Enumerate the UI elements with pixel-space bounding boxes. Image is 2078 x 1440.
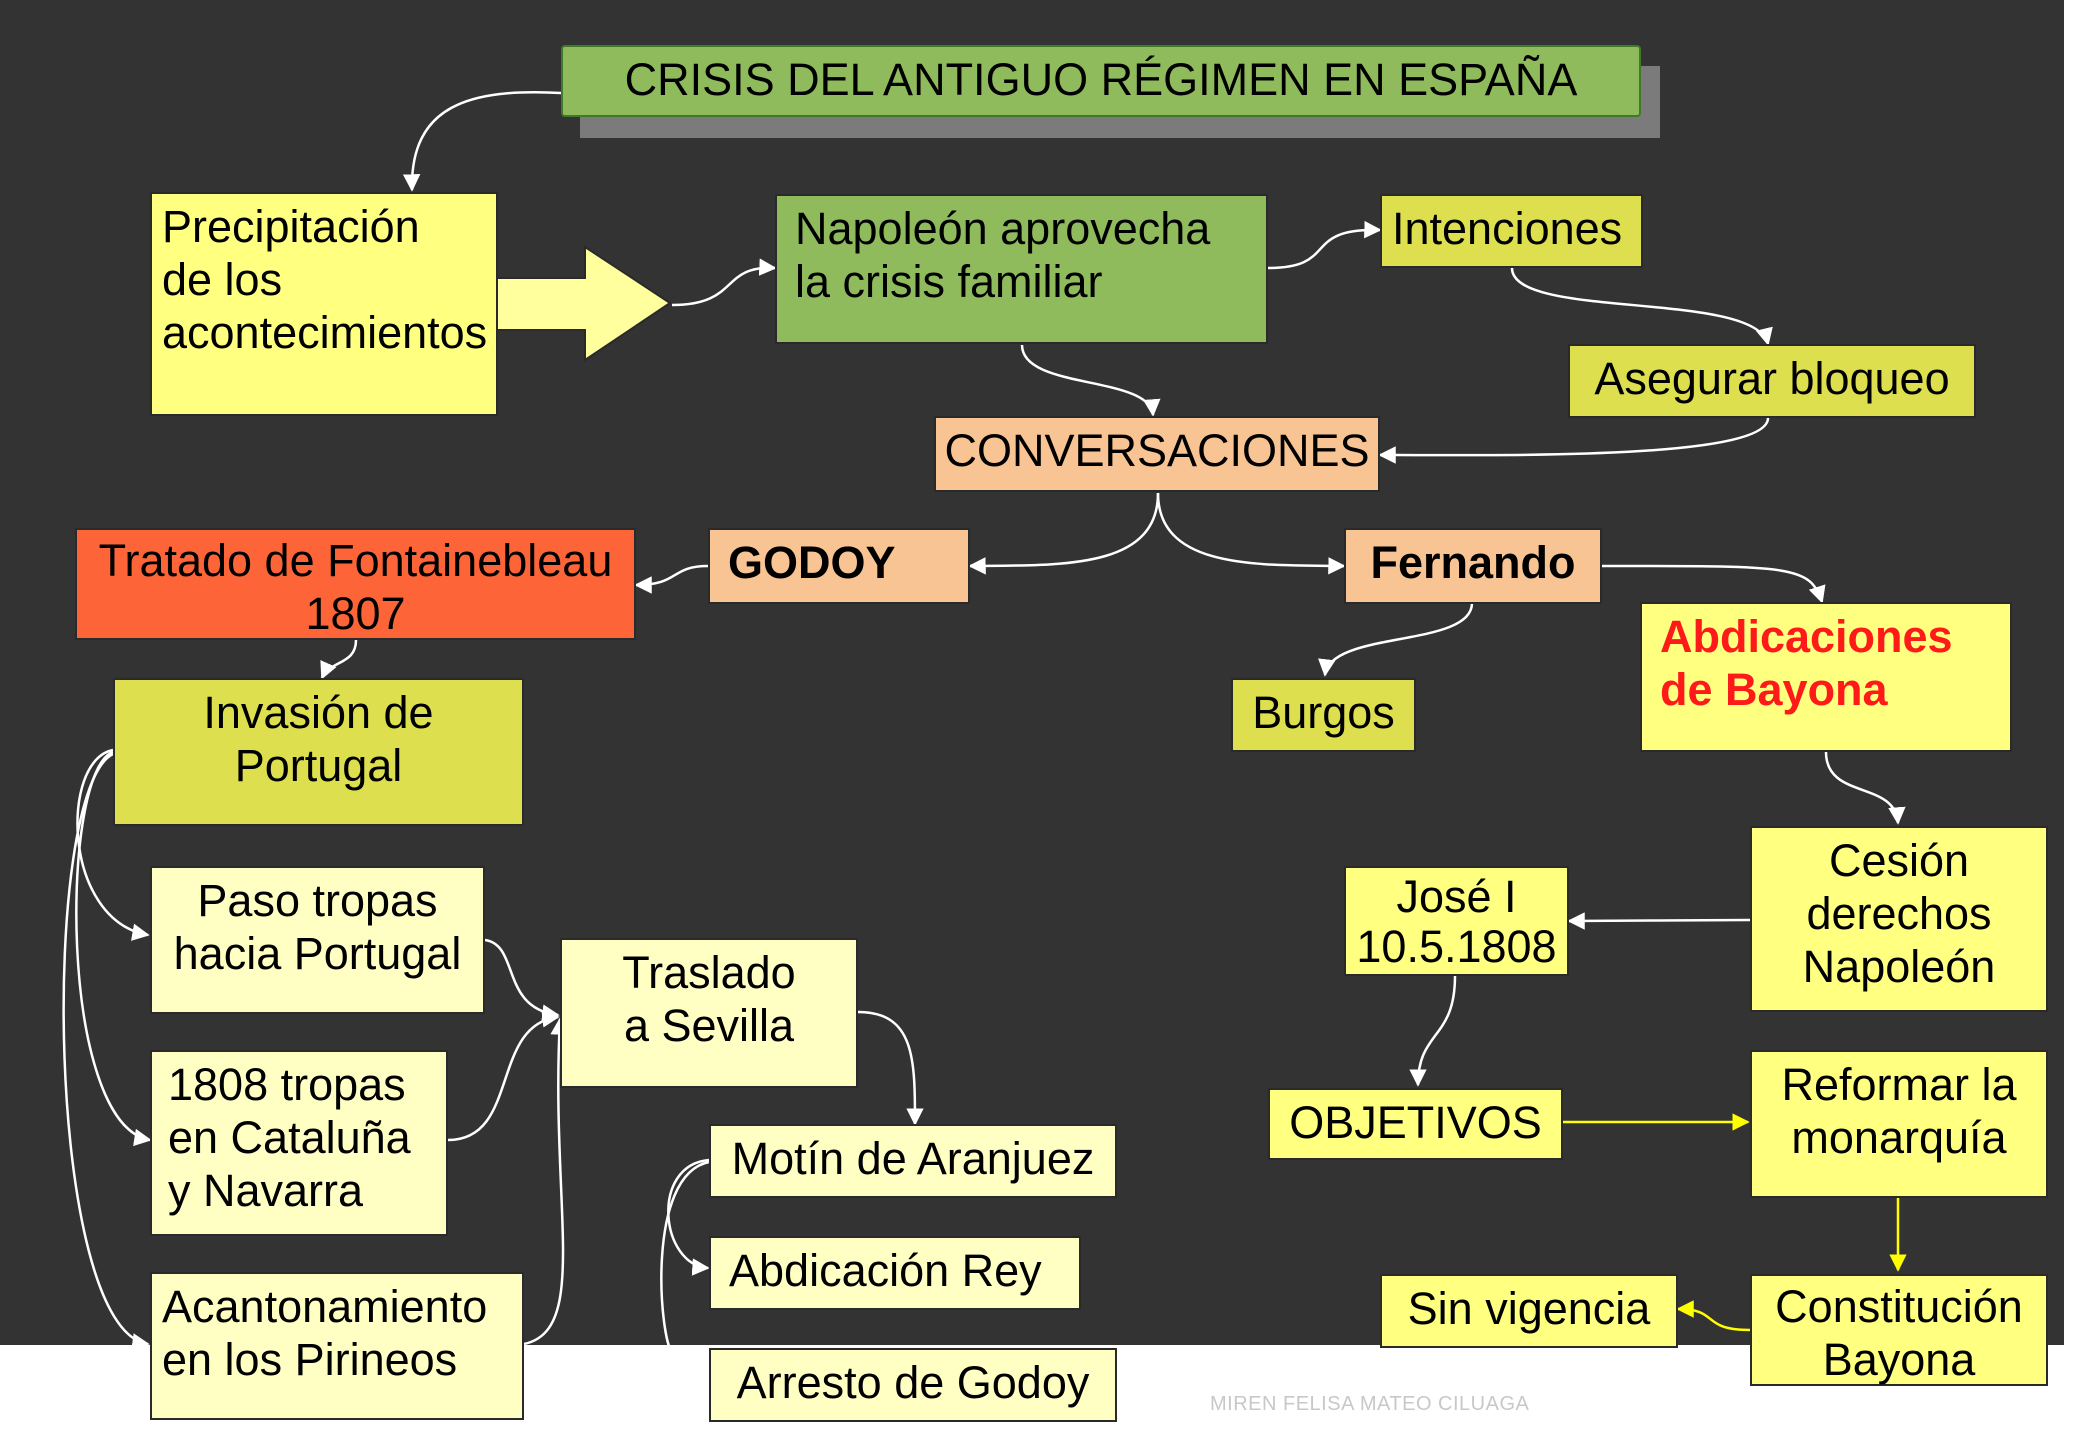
node-jose-i[interactable]: José I 10.5.1808 [1344,866,1569,976]
page-title: CRISIS DEL ANTIGUO RÉGIMEN EN ESPAÑA [561,45,1641,117]
node-fernando[interactable]: Fernando [1344,528,1602,604]
node-constitucion-bayona[interactable]: Constitución Bayona [1750,1274,2048,1386]
node-invasion-portugal[interactable]: Invasión de Portugal [113,678,524,826]
link-conversaciones-godoy [968,492,1160,575]
link-napoleon-intenciones [1267,220,1382,270]
link-cesion-jose [1567,912,1751,930]
node-sin-vigencia[interactable]: Sin vigencia [1380,1274,1678,1348]
link-napoleon-conversaciones [1020,344,1161,417]
link-invasion-paso [76,748,150,941]
link-acantonamiento-traslado [523,1017,568,1346]
node-reformar-monarquia[interactable]: Reformar la monarquía [1750,1050,2048,1198]
link-arrow-napoleon [671,258,777,307]
node-abdicacion-rey[interactable]: Abdicación Rey [709,1236,1081,1310]
node-cesion-derechos[interactable]: Cesión derechos Napoleón [1750,826,2048,1012]
link-asegurar-conversaciones [1378,417,1770,464]
node-paso-tropas[interactable]: Paso tropas hacia Portugal [150,866,485,1014]
node-objetivos[interactable]: OBJETIVOS [1268,1088,1563,1160]
link-invasion-acantonamiento [62,752,150,1351]
node-traslado-sevilla[interactable]: Traslado a Sevilla [560,938,858,1088]
link-title-precipitacion [402,90,562,192]
link-motin-abdicacion [667,1158,710,1276]
node-conversaciones[interactable]: CONVERSACIONES [934,416,1380,492]
link-traslado-motin [857,1010,924,1126]
node-acantonamiento[interactable]: Acantonamiento en los Pirineos [150,1272,524,1420]
link-motin-arresto [660,1160,710,1353]
node-tratado-fontainebleau[interactable]: Tratado de Fontainebleau 1807 [75,528,636,640]
block-arrow-shape [493,245,672,362]
node-abdicaciones-bayona[interactable]: Abdicaciones de Bayona [1640,602,2012,752]
node-tropas-1808[interactable]: 1808 tropas en Cataluña y Navarra [150,1050,448,1236]
node-arresto-godoy[interactable]: Arresto de Godoy [709,1348,1117,1422]
node-intenciones[interactable]: Intenciones [1380,194,1643,268]
node-napoleon[interactable]: Napoleón aprovecha la crisis familiar [775,194,1268,344]
author-credit: MIREN FELISA MATEO CILUAGA [1210,1393,1530,1415]
link-tropas1808-traslado [447,1010,560,1142]
node-burgos[interactable]: Burgos [1231,678,1416,752]
node-asegurar-bloqueo[interactable]: Asegurar bloqueo [1568,344,1976,418]
node-precipitacion[interactable]: Precipitación de los acontecimientos [150,192,498,416]
link-fernando-abdicaciones [1601,564,1826,604]
link-abdicaciones-cesion [1824,751,1906,825]
link-fontainebleau-invasion [320,639,358,680]
node-motin-aranjuez[interactable]: Motín de Aranjuez [709,1124,1117,1198]
link-fernando-burgos [1318,602,1474,677]
link-conversaciones-fernando [1156,492,1346,575]
link-constitucion-sinvigencia [1676,1300,1751,1332]
link-intenciones-asegurar [1510,267,1773,346]
link-jose-objetivos [1409,975,1457,1087]
link-godoy-fontainebleau [634,564,709,594]
node-godoy[interactable]: GODOY [708,528,970,604]
link-paso-traslado [484,938,560,1022]
